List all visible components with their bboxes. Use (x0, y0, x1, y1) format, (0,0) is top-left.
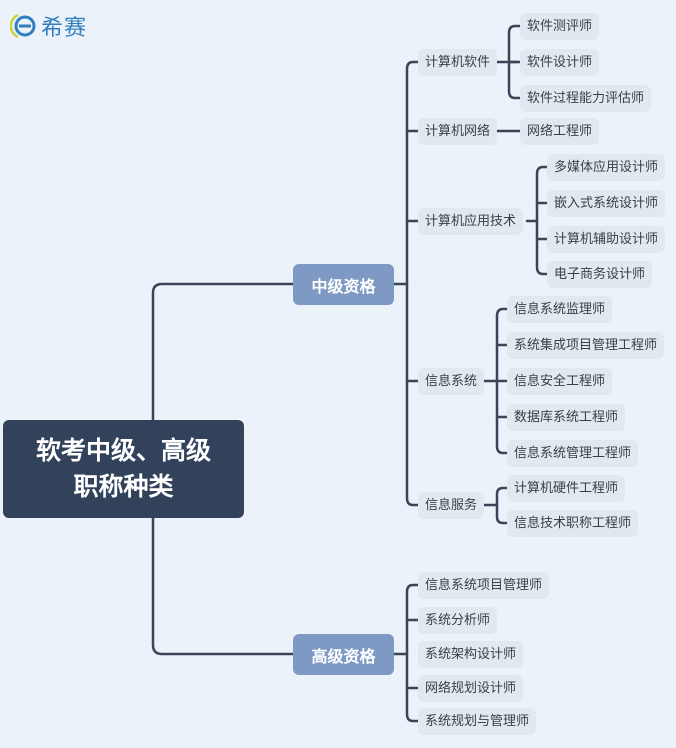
leaf-node: 信息安全工程师 (507, 368, 613, 395)
leaf-node: 软件测评师 (520, 13, 600, 40)
category-intermediate: 中级资格 (293, 264, 394, 305)
group-computer-application: 计算机应用技术 (418, 208, 524, 235)
leaf-node: 信息系统管理工程师 (507, 440, 639, 467)
group-computer-software: 计算机软件 (418, 49, 498, 76)
root-title-line1: 软考中级、高级 (35, 436, 211, 465)
leaf-node: 嵌入式系统设计师 (547, 190, 666, 217)
logo: 希赛 (9, 10, 88, 42)
leaf-node: 系统架构设计师 (418, 641, 524, 668)
category-senior: 高级资格 (293, 634, 394, 675)
leaf-node: 信息系统监理师 (507, 296, 613, 323)
leaf-node: 软件设计师 (520, 49, 600, 76)
leaf-node: 网络工程师 (520, 118, 600, 145)
leaf-node: 系统规划与管理师 (418, 708, 537, 735)
logo-text: 希赛 (41, 16, 88, 41)
leaf-node: 电子商务设计师 (547, 261, 653, 288)
leaf-node: 软件过程能力评估师 (520, 85, 652, 112)
group-computer-network: 计算机网络 (418, 118, 498, 145)
leaf-node: 数据库系统工程师 (507, 404, 626, 431)
group-information-services: 信息服务 (418, 492, 485, 519)
root-title-line2: 职称种类 (73, 472, 174, 501)
leaf-node: 网络规划设计师 (418, 675, 524, 702)
leaf-node: 多媒体应用设计师 (547, 154, 666, 181)
group-information-systems: 信息系统 (418, 368, 485, 395)
leaf-node: 信息系统项目管理师 (418, 572, 550, 599)
leaf-node: 系统分析师 (418, 607, 498, 634)
leaf-node: 信息技术职称工程师 (507, 510, 639, 537)
root-node: 软考中级、高级 职称种类 (3, 420, 244, 518)
leaf-node: 计算机辅助设计师 (547, 226, 666, 253)
leaf-node: 计算机硬件工程师 (507, 475, 626, 502)
xisai-e-logo-icon (9, 12, 38, 40)
leaf-node: 系统集成项目管理工程师 (507, 332, 665, 359)
